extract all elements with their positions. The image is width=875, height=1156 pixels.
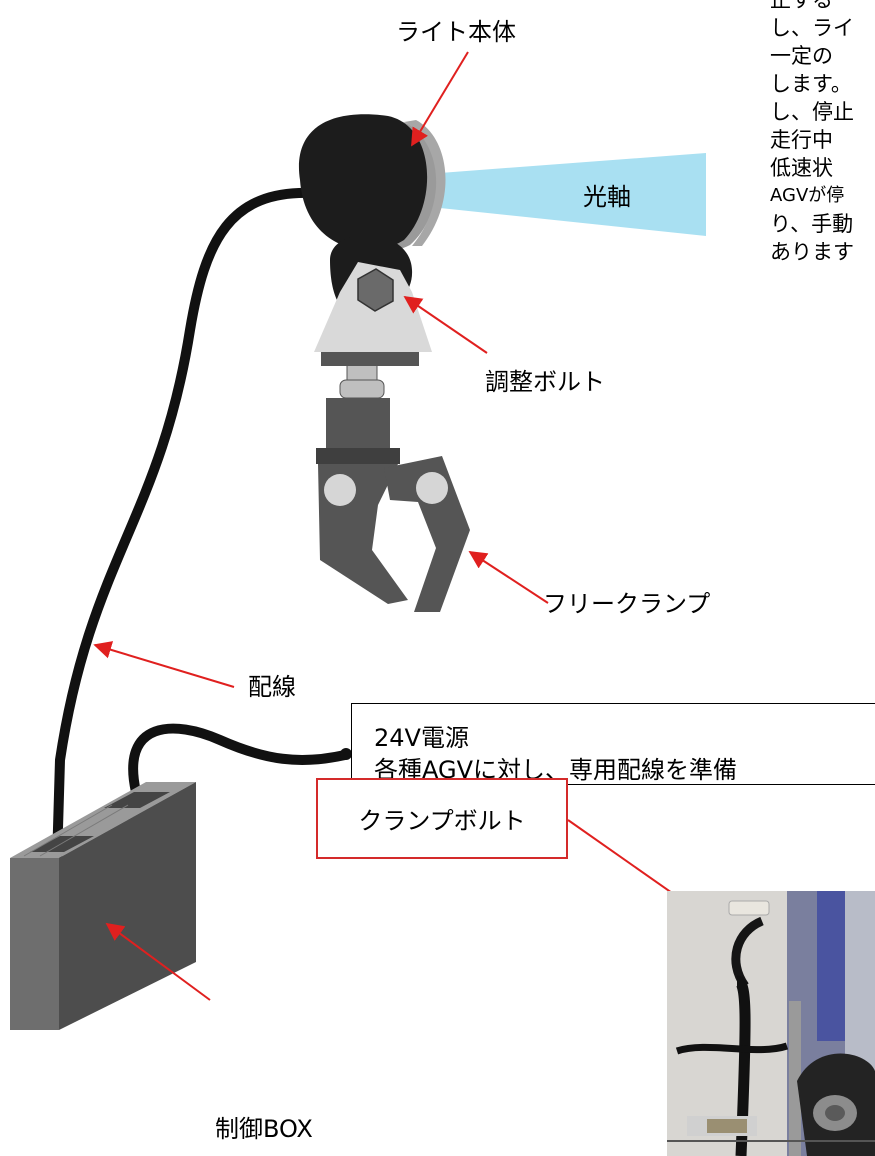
arrow-light-body [411, 51, 469, 147]
clamp-block [326, 398, 390, 450]
arrow-wiring [93, 641, 235, 688]
label-adjust-bolt: 調整ボルト [485, 368, 605, 396]
side-line: 低速状 [770, 156, 833, 180]
side-line: し、ライ [770, 16, 854, 40]
optical-axis-beam [440, 153, 706, 236]
side-line: り、手動 [770, 212, 854, 236]
arrow-adjust-bolt [403, 295, 488, 354]
control-box-side [59, 782, 196, 1030]
side-line: あります [770, 240, 854, 264]
power-supply-callout: 24V電源 各種AGVに対し、専用配線を準備 [351, 703, 875, 785]
adjust-bolt-head [357, 268, 394, 312]
clamp-stop [316, 448, 400, 464]
arrow-free-clamp [468, 551, 549, 604]
clamp-pivot-right [416, 472, 448, 504]
side-line: 止する [770, 0, 833, 12]
label-free-clamp: フリークランプ [543, 590, 711, 618]
side-line: AGVが停 [770, 185, 845, 206]
power-connector [340, 748, 352, 760]
light-body [298, 114, 428, 250]
power-supply-title: 24V電源 [374, 724, 469, 752]
label-control-box: 制御BOX [215, 1115, 313, 1143]
arrow-control-box [105, 922, 211, 1001]
side-line: します。 [770, 72, 852, 96]
clamp-bolt-callout: クランプボルト [316, 778, 568, 859]
side-line: し、停止 [770, 100, 854, 124]
light-lens-rim [404, 120, 446, 246]
control-box-top-detail [23, 804, 129, 857]
side-description-text: 止する し、ライ 一定の します。 し、停止 走行中 低速状 AGVが停 り、手… [770, 0, 875, 266]
side-line: 走行中 [770, 128, 833, 152]
power-cable [128, 723, 350, 797]
control-box-front-face [10, 858, 59, 1030]
label-optical-axis: 光軸 [583, 183, 631, 211]
label-clamp-bolt: クランプボルト [358, 807, 526, 835]
main-cable [52, 187, 317, 867]
clamp-bolt-photo [667, 891, 875, 1156]
control-box-port-2 [104, 792, 170, 808]
clamp-right-jaw [384, 456, 470, 612]
arm-plate [321, 352, 419, 366]
control-box-port-1 [30, 836, 94, 852]
side-line: 一定の [770, 44, 833, 68]
label-light-body: ライト本体 [396, 18, 516, 46]
clamp-pivot-left [324, 474, 356, 506]
label-wiring: 配線 [248, 673, 296, 701]
arm-coupling [339, 379, 385, 399]
